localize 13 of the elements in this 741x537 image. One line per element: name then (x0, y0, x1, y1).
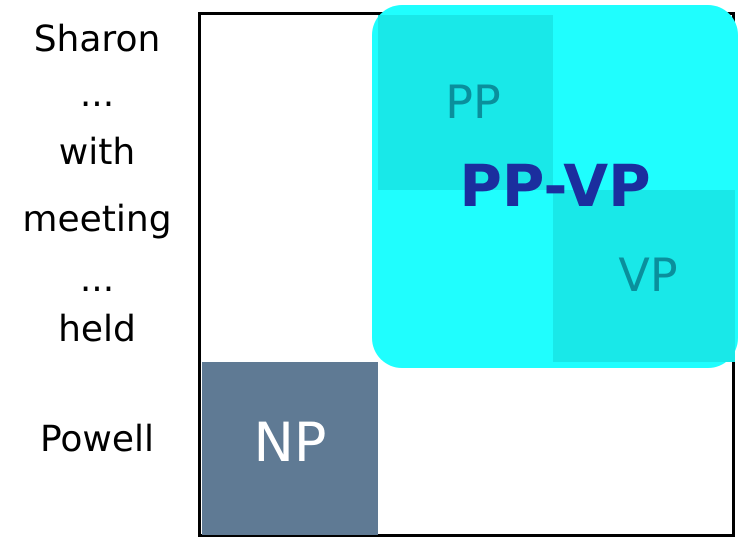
chart-cell (202, 362, 378, 535)
row-label: meeting (22, 200, 172, 240)
cell-label: NP (252, 414, 328, 472)
row-label: with (58, 133, 136, 173)
row-label: Powell (40, 420, 154, 460)
row-label: held (58, 310, 136, 350)
cell-label: VP (617, 250, 679, 300)
row-label: ... (80, 75, 114, 115)
cell-label: PP (444, 77, 502, 127)
cell-label: PP-VP (458, 155, 652, 217)
row-label: ... (80, 260, 114, 300)
row-label: Sharon (34, 20, 160, 60)
span-cell (372, 5, 738, 368)
